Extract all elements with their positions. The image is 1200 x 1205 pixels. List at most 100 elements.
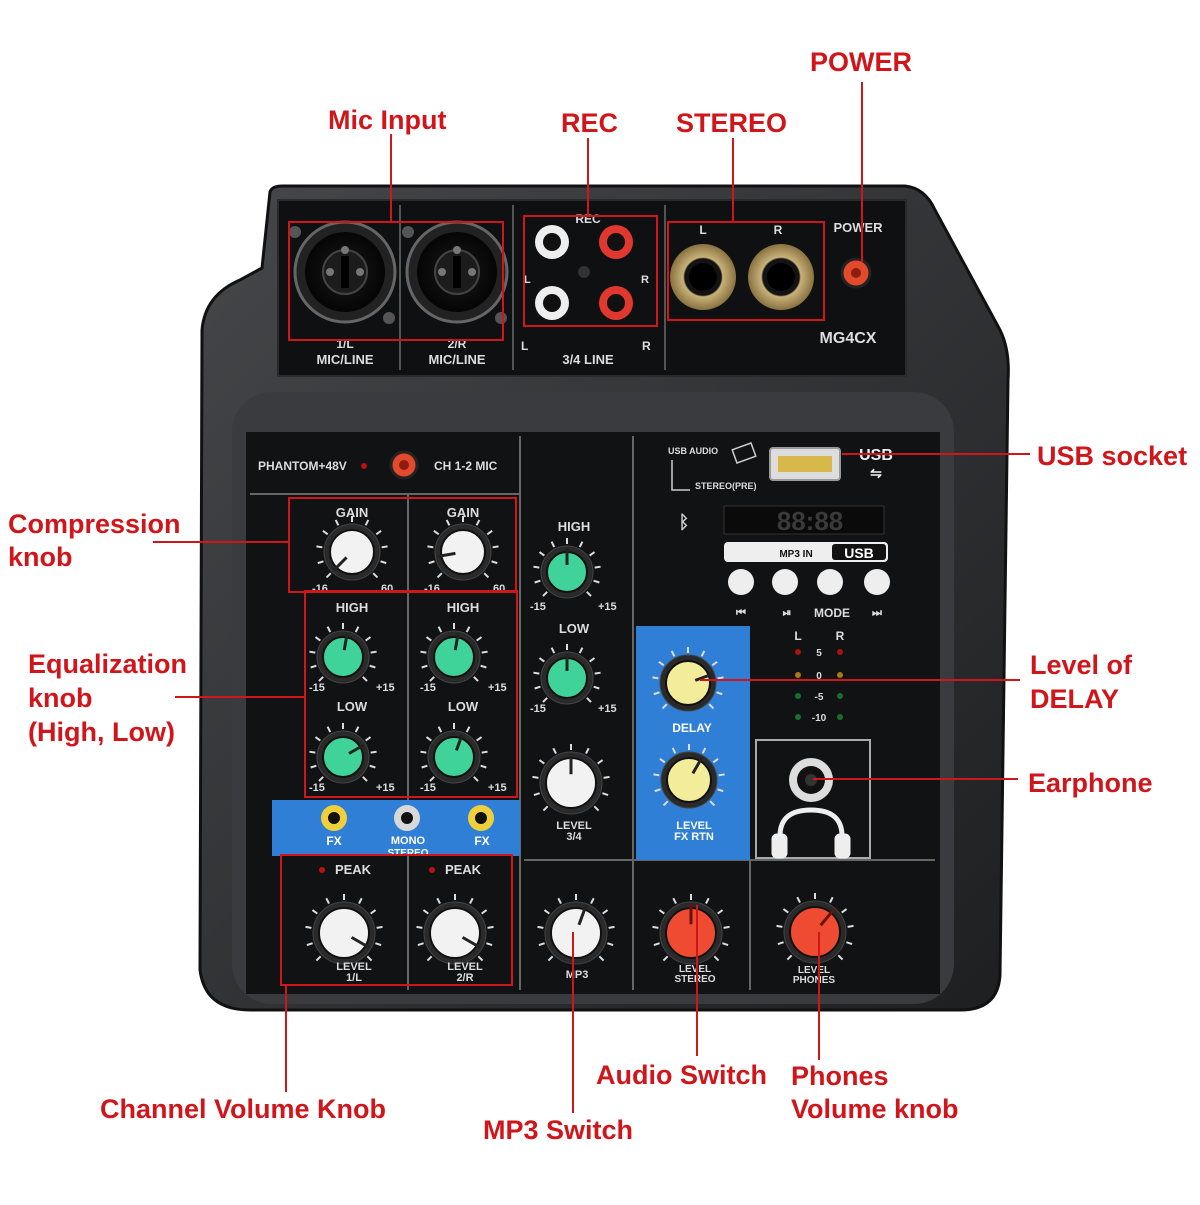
earphone-jack <box>789 758 833 802</box>
meter-r-label: R <box>836 629 845 643</box>
callout-compression-line1: Compression <box>8 509 181 539</box>
callout-channel-volume: Channel Volume Knob <box>100 1094 387 1124</box>
mic-line-label-2: MIC/LINE <box>428 352 485 367</box>
mic-line-label-1: MIC/LINE <box>316 352 373 367</box>
power-button <box>840 257 872 289</box>
stereo-l-label: L <box>699 223 706 237</box>
line-l-label: L <box>521 339 528 353</box>
callout-equalization-line2: knob <box>28 683 93 713</box>
callout-equalization-line3: (High, Low) <box>28 717 175 747</box>
delay-knob <box>652 647 724 712</box>
callout-delay-line1: Level of <box>1030 650 1133 680</box>
mp3-label: MP3 <box>566 969 589 981</box>
eq-scale-4: +15 <box>488 682 507 694</box>
low-knob-1 <box>309 723 377 784</box>
high-knob-2 <box>420 623 488 684</box>
level-label-phones: LEVEL <box>798 965 830 976</box>
meter-tick-0: 0 <box>816 671 822 682</box>
callout-audio-switch: Audio Switch <box>596 1060 767 1090</box>
led-display <box>723 505 885 535</box>
level-label-ch1: LEVEL <box>336 961 372 973</box>
eq-scale-5: -15 <box>309 782 325 794</box>
meter-tick-5: 5 <box>816 648 822 659</box>
delay-label: DELAY <box>672 721 712 735</box>
level-sub-phones: PHONES <box>793 975 836 986</box>
mp3-in-label: MP3 IN <box>779 549 812 560</box>
mono-label: MONO <box>391 835 426 847</box>
usb-audio-label: USB AUDIO <box>668 446 718 456</box>
line-r-label: R <box>642 339 651 353</box>
eq-scale-10: +15 <box>598 601 617 613</box>
stereo-r-label: R <box>774 223 783 237</box>
rca-jacks <box>535 225 633 320</box>
level-sub-stereo: STEREO <box>674 974 715 985</box>
level-knob-stereo <box>652 894 730 965</box>
play-pause-button <box>772 569 798 595</box>
phantom-label: PHANTOM+48V <box>258 459 347 473</box>
eq-scale-12: +15 <box>598 703 617 715</box>
low-label-34: LOW <box>559 621 590 636</box>
fx-rtn-knob <box>653 744 725 809</box>
mode-label: MODE <box>814 606 850 620</box>
callout-earphone: Earphone <box>1028 768 1153 798</box>
high-knob-34 <box>533 538 601 599</box>
gain-knob-2 <box>427 516 499 581</box>
highlight-boxes <box>280 215 825 986</box>
peak-label-2: PEAK <box>445 862 482 877</box>
phantom-switch <box>389 450 419 480</box>
level-label-ch2: LEVEL <box>447 961 483 973</box>
level-sub-34: 3/4 <box>566 831 582 843</box>
gain1-max: 60 <box>381 583 393 595</box>
mp3-knob <box>537 894 615 965</box>
next-button <box>864 569 890 595</box>
fx-label-1: FX <box>326 834 341 848</box>
level-sub-fx: FX RTN <box>674 831 714 843</box>
usb-socket <box>769 447 841 481</box>
eq-scale-1: -15 <box>309 682 325 694</box>
level-meter <box>795 649 843 720</box>
meter-l-label: L <box>794 629 801 643</box>
mic-input-jack-1 <box>289 220 397 324</box>
callout-phones-line1: Phones <box>791 1061 889 1091</box>
stereo-output-jacks <box>670 244 814 310</box>
low-knob-34 <box>533 644 601 705</box>
callout-compression-line2: knob <box>8 542 73 572</box>
fx-send-jacks <box>321 805 494 831</box>
high-knob-1 <box>309 623 377 684</box>
callout-lines <box>153 82 1030 1113</box>
eq-scale-8: +15 <box>488 782 507 794</box>
eq-scale-9: -15 <box>530 601 546 613</box>
level-sub-ch2: 2/R <box>456 972 473 984</box>
level-knob-ch1 <box>305 894 383 965</box>
callout-mic-input: Mic Input <box>328 105 447 135</box>
stereo-pre-label: STEREO(PRE) <box>695 481 757 491</box>
level-label-34: LEVEL <box>556 820 592 832</box>
level-knob-ch2 <box>416 894 494 965</box>
gain-knob-1 <box>316 516 388 581</box>
meter-tick-minus5: -5 <box>815 692 824 703</box>
usb-symbol: ⇋ <box>870 465 882 481</box>
peak-label-1: PEAK <box>335 862 372 877</box>
line-34-label: 3/4 LINE <box>562 352 614 367</box>
high-label-34: HIGH <box>558 519 591 534</box>
eq-scale-11: -15 <box>530 703 546 715</box>
callout-phones-line2: Volume knob <box>791 1094 959 1124</box>
level-knob-phones <box>776 893 854 964</box>
display-digits: 88:88 <box>777 506 844 536</box>
callout-rec: REC <box>561 108 619 138</box>
gain2-min: -16 <box>424 583 440 595</box>
callout-usb-socket: USB socket <box>1037 441 1188 471</box>
mono-stereo-label: STEREO <box>387 848 428 859</box>
eq-scale-7: -15 <box>420 782 436 794</box>
low-label-2: LOW <box>448 699 479 714</box>
gain1-min: -16 <box>312 583 328 595</box>
mode-button <box>817 569 843 595</box>
eq-scale-2: +15 <box>376 682 395 694</box>
high-label-1: HIGH <box>336 600 369 615</box>
next-icon: ⏭ <box>872 607 882 619</box>
fx-label-2: FX <box>474 834 489 848</box>
low-label-1: LOW <box>337 699 368 714</box>
callout-stereo: STEREO <box>676 108 788 138</box>
